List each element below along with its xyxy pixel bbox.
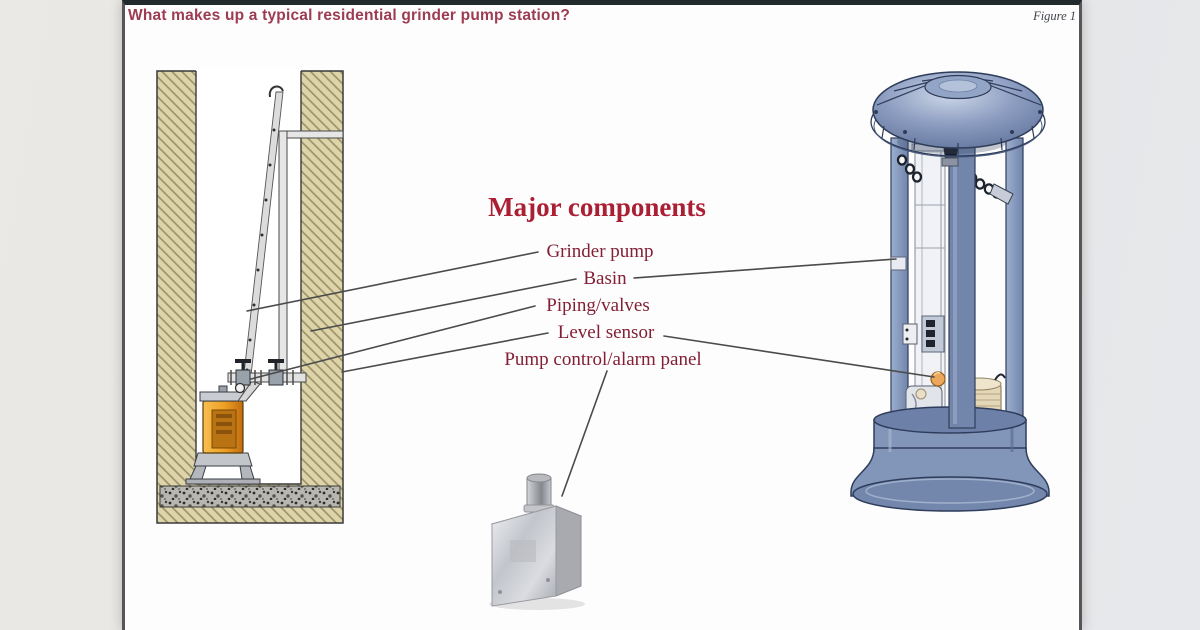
dome-lid	[870, 71, 1046, 158]
leader-line-level-sensor-left	[341, 332, 549, 373]
chain-bracket	[989, 183, 1014, 205]
leader-line-basin-right	[633, 258, 897, 279]
basin-cutaway-illustration	[850, 71, 1050, 512]
leader-line-grinder-pump	[246, 251, 539, 312]
basin-leg-right	[1005, 137, 1024, 424]
component-label-basin: Basin	[583, 268, 627, 289]
basin-leg-left	[890, 137, 909, 424]
panel-side-face	[555, 505, 582, 597]
discharge-elbow	[237, 380, 261, 402]
riser-pipe	[278, 130, 288, 379]
conduit	[523, 473, 555, 513]
gravel-bed	[159, 485, 341, 508]
component-label-piping-valves: Piping/valves	[546, 295, 650, 316]
pit-cross-section-illustration	[156, 68, 344, 524]
leader-lines	[246, 251, 935, 497]
component-label-grinder-pump: Grinder pump	[546, 241, 654, 262]
component-label-level-sensor: Level sensor	[557, 322, 655, 343]
level-sensor-float	[930, 371, 946, 387]
figure-label: Figure 1	[1033, 9, 1076, 23]
valve-assembly	[227, 359, 307, 394]
leg-fitting	[890, 256, 907, 271]
leader-line-control-panel	[561, 370, 608, 497]
basin-base	[850, 406, 1050, 512]
page-title: What makes up a typical residential grin…	[128, 7, 571, 24]
leader-line-piping-valves	[250, 305, 536, 380]
leader-line-basin-left	[310, 278, 577, 332]
cable-hook	[268, 85, 284, 98]
pump-bracket	[921, 315, 945, 353]
basin-discharge-pipe	[948, 135, 976, 429]
component-label-pump-control-panel: Pump control/alarm panel	[504, 349, 702, 370]
shutoff-valve	[235, 359, 251, 386]
float-switch	[234, 382, 246, 394]
grinder-pump	[185, 380, 261, 485]
leader-line-level-sensor-right	[663, 335, 935, 378]
lateral-pipe	[282, 130, 344, 139]
legend-heading: Major components	[488, 192, 706, 222]
control-panel-illustration	[489, 473, 585, 610]
